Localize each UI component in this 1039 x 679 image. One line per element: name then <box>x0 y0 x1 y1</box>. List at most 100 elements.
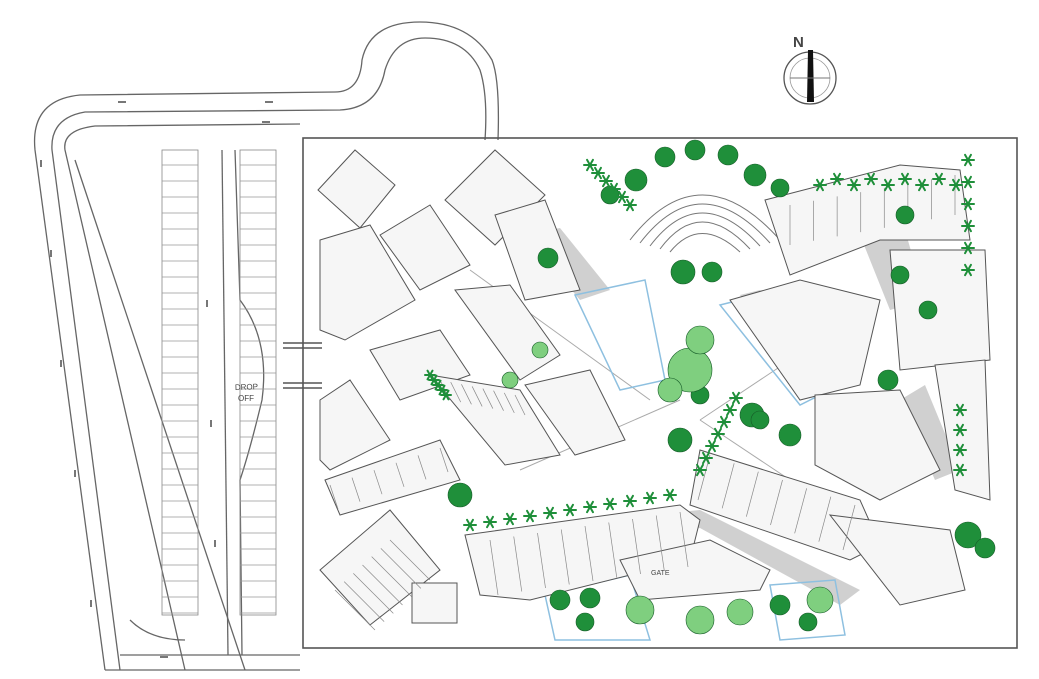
vegetation <box>424 139 996 635</box>
building-ward-d <box>494 199 581 301</box>
building-gate <box>619 539 771 601</box>
palm-tree-icon <box>847 178 861 192</box>
tree-icon <box>667 427 693 453</box>
tree-icon <box>654 146 676 168</box>
tree-icon <box>684 139 706 161</box>
palm-tree-icon <box>864 172 878 186</box>
palm-tree-icon <box>932 172 946 186</box>
tree-icon <box>685 325 715 355</box>
amphitheatre <box>629 194 781 253</box>
palm-tree-icon <box>599 174 613 188</box>
tree-icon <box>657 377 683 403</box>
tree-icon <box>549 589 571 611</box>
tree-icon <box>895 205 915 225</box>
palm-tree-icon <box>603 497 617 511</box>
tree-icon <box>717 144 739 166</box>
lane-arrows <box>40 101 273 658</box>
palm-tree-icon <box>961 153 975 167</box>
building-row-east-c <box>889 249 991 371</box>
tree-icon <box>537 247 559 269</box>
palm-tree-icon <box>898 172 912 186</box>
tree-icon <box>806 586 834 614</box>
palm-tree-icon <box>961 219 975 233</box>
tree-icon <box>624 168 648 192</box>
palm-tree-icon <box>915 178 929 192</box>
building-row-east-b <box>729 279 881 401</box>
tree-icon <box>701 261 723 283</box>
dropoff-label-line1: DROP <box>235 382 258 392</box>
access-road <box>33 21 500 671</box>
palm-tree-icon <box>463 518 477 532</box>
building-ward-a <box>428 374 561 466</box>
tree-icon <box>625 595 655 625</box>
palm-tree-icon <box>953 443 967 457</box>
palm-tree-icon <box>693 463 707 477</box>
tree-icon <box>726 598 754 626</box>
tree-icon <box>670 259 696 285</box>
palm-tree-icon <box>523 509 537 523</box>
gate-label: GATE <box>651 570 670 577</box>
tree-icon <box>778 423 802 447</box>
tree-icon <box>501 371 519 389</box>
building-row-east-e <box>828 514 966 606</box>
palm-tree-icon <box>543 506 557 520</box>
tree-icon <box>890 265 910 285</box>
palm-tree-icon <box>483 515 497 529</box>
compass: N <box>783 34 837 105</box>
building-kiosk <box>411 582 458 624</box>
building-row-east-d <box>814 389 941 501</box>
palm-tree-icon <box>583 158 597 172</box>
palm-tree-icon <box>953 403 967 417</box>
building-lobby <box>319 224 416 341</box>
building-cottages-a <box>324 439 461 516</box>
building-ward-c <box>524 369 626 456</box>
building-hall <box>379 204 471 291</box>
tree-icon <box>743 163 767 187</box>
building-ward-b <box>454 284 561 381</box>
palm-tree-icon <box>711 427 725 441</box>
palm-tree-icon <box>563 503 577 517</box>
palm-tree-icon <box>615 190 629 204</box>
tree-icon <box>798 612 818 632</box>
palm-tree-icon <box>961 263 975 277</box>
palm-tree-icon <box>949 178 963 192</box>
palm-tree-icon <box>813 178 827 192</box>
palm-tree-icon <box>503 512 517 526</box>
palm-tree-icon <box>953 463 967 477</box>
palm-tree-icon <box>961 197 975 211</box>
tree-icon <box>579 587 601 609</box>
palm-tree-icon <box>961 175 975 189</box>
tree-icon <box>918 300 938 320</box>
palm-tree-icon <box>643 491 657 505</box>
palm-tree-icon <box>717 415 731 429</box>
palm-tree-icon <box>953 423 967 437</box>
tree-icon <box>447 482 473 508</box>
palm-tree-icon <box>723 403 737 417</box>
tree-icon <box>770 178 790 198</box>
palm-tree-icon <box>699 451 713 465</box>
north-arrow-icon <box>807 50 814 102</box>
palm-tree-icon <box>440 389 452 401</box>
palm-tree-icon <box>591 166 605 180</box>
building-row-east-a <box>764 164 971 276</box>
building-wing-a <box>444 149 546 246</box>
palm-tree-icon <box>881 178 895 192</box>
dropoff-label-line2: OFF <box>238 394 254 403</box>
tree-icon <box>877 369 899 391</box>
tree-icon <box>769 594 791 616</box>
palm-tree-icon <box>729 391 743 405</box>
tree-icon <box>974 537 996 559</box>
palm-tree-icon <box>623 494 637 508</box>
site-boundary <box>302 137 1018 649</box>
tree-icon <box>954 521 982 549</box>
building-office <box>319 379 391 471</box>
palm-tree-icon <box>663 488 677 502</box>
parking-area <box>161 149 277 616</box>
building-auditorium <box>317 149 396 229</box>
palm-tree-icon <box>583 500 597 514</box>
tree-icon <box>575 612 595 632</box>
palm-tree-icon <box>705 439 719 453</box>
palm-tree-icon <box>961 241 975 255</box>
parking-stalls <box>162 164 276 614</box>
